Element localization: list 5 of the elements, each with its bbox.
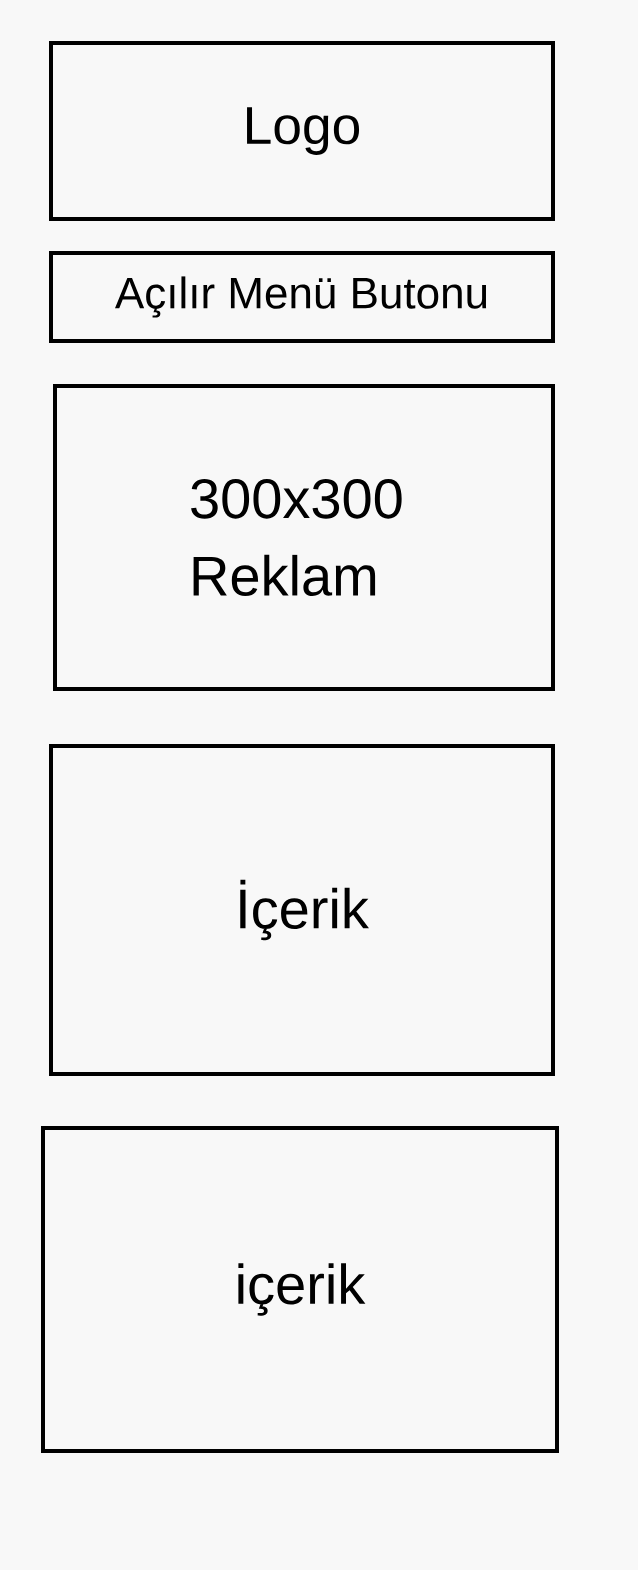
menu-button: Açılır Menü Butonu — [49, 251, 555, 343]
content-box: içerik — [41, 1126, 559, 1453]
header-box: Logo — [49, 41, 555, 221]
content-box: İçerik — [49, 744, 555, 1076]
ad-box: 300x300 Reklam — [53, 384, 555, 691]
